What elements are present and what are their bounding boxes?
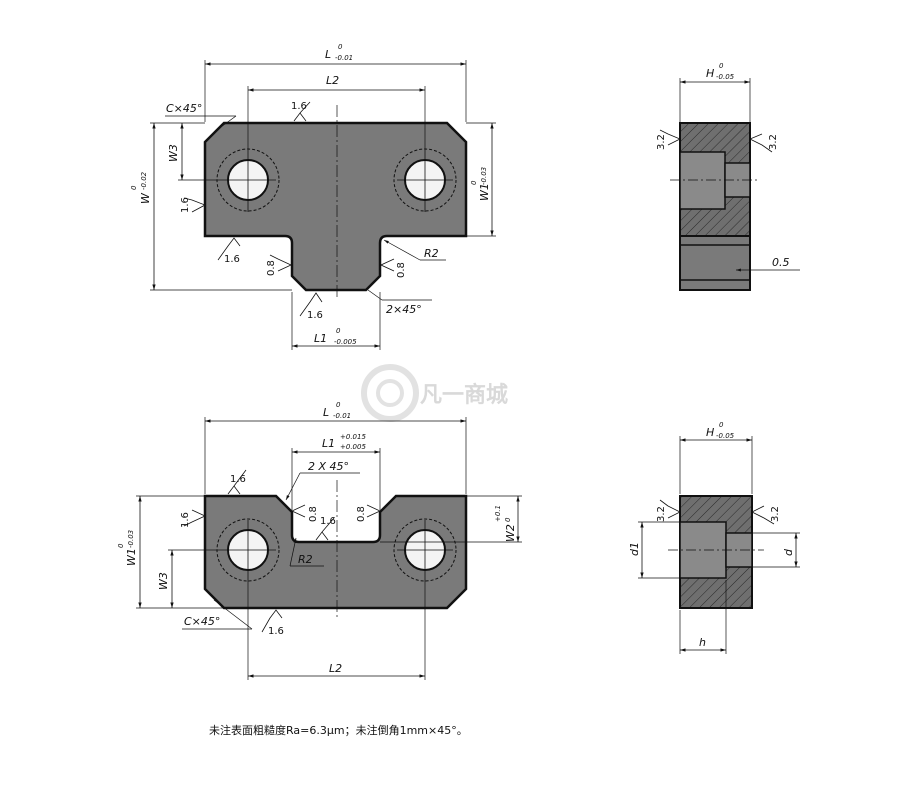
- dim-W1-label: W1: [478, 183, 491, 201]
- chamfer-c-label-bottom: C×45°: [184, 615, 220, 628]
- dim-H-lower-top: -0.05: [716, 73, 735, 81]
- dim-W-lower: -0.02: [140, 171, 148, 190]
- roughness-side-left-bottom: 3.2: [656, 506, 667, 522]
- dim-L2-label: L2: [326, 74, 339, 87]
- dim-W-upper: 0: [130, 185, 138, 190]
- top-front-view: L 0 -0.01 L2 C×45° W 0 -0.02 W3 W1 0 -0.…: [130, 43, 496, 350]
- roughness-side-right-top: 3.2: [768, 134, 779, 150]
- dim-L2-label-bottom: L2: [329, 662, 342, 675]
- technical-note: 未注表面粗糙度Ra=6.3μm；未注倒角1mm×45°。: [209, 724, 468, 737]
- dim-L1-label: L1: [314, 332, 327, 345]
- dim-L1-upper-bottom: +0.015: [340, 433, 366, 441]
- bottom-side-view: H 0 -0.05 d1 d h 3.2 3.2: [628, 421, 800, 654]
- r2-label-bottom: R2: [298, 553, 313, 566]
- dim-L1-upper: 0: [336, 327, 341, 335]
- roughness-bottom-1: 1.6: [224, 254, 240, 265]
- dim-h-label: h: [699, 636, 706, 649]
- dim-W2-lower: 0: [504, 517, 512, 522]
- dim-H-label-top: H: [706, 67, 714, 80]
- top-side-view: H 0 -0.05 0.5 3.2 3.2: [656, 62, 800, 291]
- roughness-top-1: 1.6: [291, 101, 307, 112]
- dim-H-upper-bottom: 0: [719, 421, 724, 429]
- watermark-text: 凡一商城: [420, 382, 508, 408]
- roughness-slot-left: 0.8: [266, 260, 277, 276]
- chamfer-c-label: C×45°: [166, 102, 202, 115]
- dim-W2-upper: +0.1: [494, 505, 502, 522]
- bottom-front-view: L 0 -0.01 L1 +0.015 +0.005 2 X 45° R2 W1…: [117, 401, 522, 680]
- chamfer-2x-label: 2 X 45°: [308, 460, 349, 473]
- dim-L-upper: 0: [338, 43, 343, 51]
- roughness-notch-left: 0.8: [308, 506, 319, 522]
- dim-L-lower: -0.01: [335, 54, 353, 62]
- dim-d1-label: d1: [628, 542, 641, 556]
- roughness-slot-right: 0.8: [396, 262, 407, 278]
- roughness-side-right-bottom: 3.2: [770, 506, 781, 522]
- dim-d-label: d: [782, 548, 795, 556]
- dim-W1-lower-bottom: -0.03: [127, 530, 135, 548]
- roughness-bottom-bottom-1: 1.6: [268, 626, 284, 637]
- dim-W3-label-bottom: W3: [157, 572, 170, 590]
- dim-W1-lower: -0.03: [480, 167, 488, 185]
- roughness-left-1: 1.6: [180, 197, 191, 213]
- dim-L1-lower-bottom: +0.005: [340, 443, 366, 451]
- roughness-side-left-top: 3.2: [656, 134, 667, 150]
- dim-L-upper-bottom: 0: [336, 401, 341, 409]
- dim-05-label: 0.5: [772, 256, 790, 269]
- chamfer-2-label: 2×45°: [386, 303, 422, 316]
- roughness-bottom-left-1: 1.6: [180, 512, 191, 528]
- dim-W1-label-bottom: W1: [125, 548, 138, 566]
- dim-H-lower-bottom: -0.05: [716, 432, 735, 440]
- dim-L-label: L: [325, 48, 331, 61]
- roughness-bottom-2: 1.6: [307, 310, 323, 321]
- dim-L-lower-bottom: -0.01: [333, 412, 351, 420]
- dim-W1-upper-bottom: 0: [117, 543, 125, 548]
- roughness-notch-right: 0.8: [356, 506, 367, 522]
- dim-L-label-bottom: L: [323, 406, 329, 419]
- dim-H-upper-top: 0: [719, 62, 724, 70]
- dim-L1-lower: -0.005: [334, 338, 357, 346]
- r2-label-top: R2: [424, 247, 439, 260]
- roughness-bottom-top-1: 1.6: [230, 474, 246, 485]
- dim-W3-label: W3: [167, 144, 180, 162]
- dim-W1-upper: 0: [470, 180, 478, 185]
- dim-L1-label-bottom: L1: [322, 437, 335, 450]
- roughness-notch-bottom: 1.6: [320, 516, 336, 527]
- watermark: 凡一商城: [361, 364, 508, 422]
- dim-W-label: W: [139, 192, 152, 204]
- dim-H-label-bottom: H: [706, 426, 714, 439]
- dim-W2-label: W2: [504, 524, 517, 542]
